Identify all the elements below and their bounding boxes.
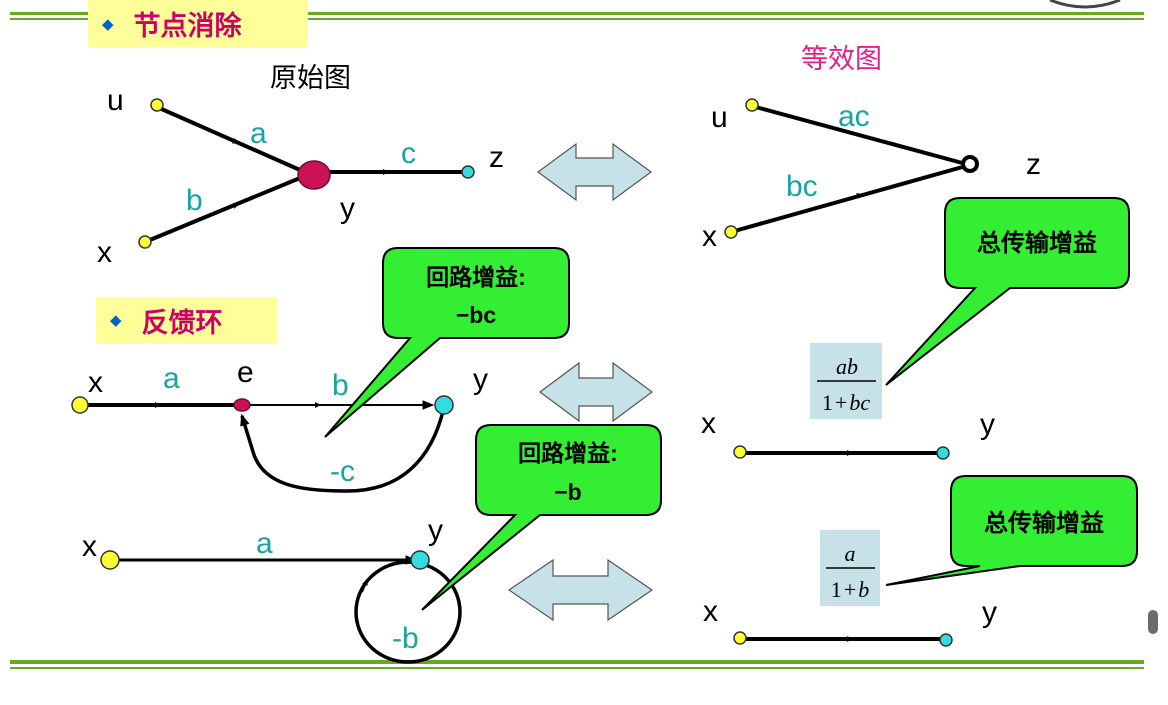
eq-branch-ac: ac	[838, 100, 870, 133]
callout-total-gain-2: 总传输增益	[885, 475, 1138, 586]
original-graph: u x y z a b c	[97, 84, 504, 269]
eq-node-u	[745, 98, 759, 112]
node-z	[461, 165, 475, 179]
eq-node-z	[961, 155, 979, 173]
eq1-label-x: x	[701, 407, 716, 440]
equivalent-graph: u x z ac bc	[702, 98, 1041, 253]
eq1-node-x	[733, 445, 747, 459]
eq1-node-y	[936, 446, 950, 460]
fb2-branch-b: -b	[392, 622, 419, 655]
node-y	[297, 160, 331, 190]
callout-loop-gain-2: 回路增益: −b	[421, 424, 662, 611]
label-z: z	[489, 141, 504, 174]
caption-original-graph: 原始图	[270, 63, 351, 93]
eq2-node-y	[939, 633, 953, 647]
formula-ab-over-1-plus-bc: ab 1+bc	[810, 343, 882, 419]
section-title-node-elimination: 节点消除	[133, 11, 242, 41]
fb1-branch-b: b	[332, 369, 349, 402]
branch-label-c: c	[401, 137, 416, 170]
eq-branch-bc: bc	[786, 170, 818, 203]
eq-label-x: x	[702, 220, 717, 253]
equivalent-line-2: x y	[703, 595, 997, 647]
callout2-value: −b	[554, 479, 581, 505]
equivalent-line-1: x y	[701, 407, 995, 460]
diamond-bullet-icon: ◆	[102, 15, 114, 33]
fb1-node-e	[233, 398, 251, 412]
eq2-label-x: x	[703, 595, 718, 628]
formula1-denominator: 1+bc	[822, 390, 870, 415]
eq-label-z: z	[1026, 148, 1041, 181]
logo-fragment	[1049, 0, 1121, 9]
diamond-bullet-icon: ◆	[110, 312, 122, 329]
label-y: y	[340, 192, 355, 225]
callout4-text: 总传输增益	[984, 509, 1104, 537]
fb1-feedback-path	[240, 406, 446, 493]
feedback-graph-2: x y a -b	[82, 514, 462, 664]
branch-u-z	[751, 104, 967, 166]
double-arrow-2	[538, 361, 654, 423]
eq2-node-x	[733, 631, 747, 645]
section-tag-node-elimination: ◆ 节点消除	[88, 0, 308, 47]
fb1-label-y: y	[473, 363, 488, 396]
fb1-branch-c: -c	[330, 455, 355, 488]
node-x	[138, 235, 152, 249]
branch-label-a: a	[250, 117, 267, 150]
fb2-branch-a: a	[256, 527, 273, 560]
feedback-graph-1: x e y a b -c	[71, 356, 488, 493]
callout-total-gain-1: 总传输增益	[885, 197, 1130, 386]
fb2-label-x: x	[82, 530, 97, 563]
formula-a-over-1-plus-b: a 1+b	[820, 530, 880, 606]
callout1-value: −bc	[456, 302, 496, 328]
fb2-self-loop	[354, 560, 462, 664]
formula2-denominator: 1+b	[831, 577, 869, 602]
double-arrow-1	[536, 142, 653, 202]
eq2-label-y: y	[982, 596, 997, 629]
node-u	[150, 98, 164, 112]
fb1-branch-a: a	[163, 362, 180, 395]
double-arrow-3	[507, 558, 654, 622]
callout1-title: 回路增益:	[426, 264, 526, 290]
formula1-numerator: ab	[836, 354, 858, 379]
fb1-node-y	[434, 395, 454, 415]
branch-label-b: b	[186, 184, 203, 217]
callout-loop-gain-1: 回路增益: −bc	[324, 247, 570, 438]
section-title-feedback-loop: 反馈环	[141, 307, 223, 338]
header-rule	[10, 12, 1144, 20]
eq-label-u: u	[711, 101, 728, 134]
footer-rule	[10, 660, 1144, 669]
fb2-node-y	[410, 550, 430, 570]
fb2-node-x	[100, 550, 120, 570]
callout2-title: 回路增益:	[518, 440, 618, 466]
caption-equivalent-graph: 等效图	[801, 44, 882, 74]
fb1-label-x: x	[88, 366, 103, 399]
fb1-label-e: e	[237, 356, 254, 389]
section-tag-feedback-loop: ◆ 反馈环	[96, 297, 277, 343]
eq-node-x	[724, 225, 738, 239]
scrollbar-thumb[interactable]	[1148, 610, 1158, 634]
label-x: x	[97, 236, 112, 269]
fb1-node-x	[71, 396, 89, 414]
fb2-label-y: y	[428, 514, 443, 547]
formula2-numerator: a	[845, 541, 856, 566]
eq1-label-y: y	[980, 408, 995, 441]
callout3-text: 总传输增益	[977, 229, 1097, 257]
label-u: u	[107, 84, 124, 117]
